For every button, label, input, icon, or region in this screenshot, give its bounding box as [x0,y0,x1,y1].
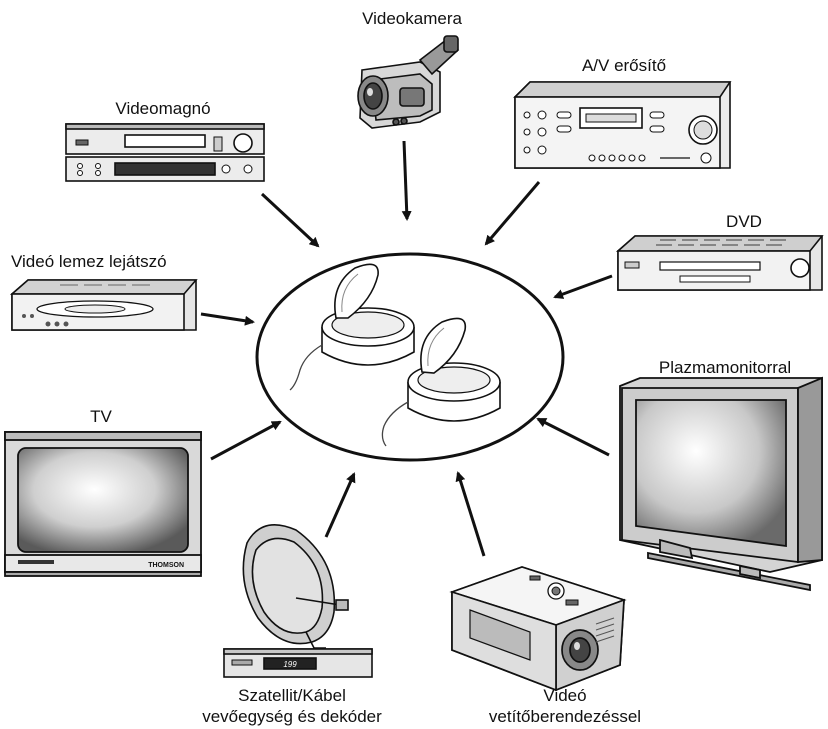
label-satellite-line1: Szatellit/Kábel [238,686,346,705]
amplifier-icon [513,81,732,169]
arrow-camcorder [401,140,412,221]
arrow-plasma [536,417,610,457]
label-tv: TV [90,407,112,426]
receiver-display-text: 199 [283,660,297,669]
label-projector-line1: Videó [543,686,587,705]
label-vcr: Videomagnó [115,99,211,118]
tv-icon: THOMSON [4,431,202,577]
label-satellite-line2: vevőegység és dekóder [202,707,382,726]
arrow-satellite [324,472,356,538]
label-dvd: DVD [726,212,762,231]
videodisc-player-icon [9,279,198,331]
speaker-icon [289,263,415,391]
arrow-dvd [553,274,613,299]
dvd-icon [615,235,824,291]
label-videodisc-player: Videó lemez lejátszó [11,252,167,271]
tv-brand-label: THOMSON [148,562,184,569]
camcorder-icon [357,35,460,129]
speaker-icon [381,317,501,447]
vcr-icon [65,123,265,182]
arrows [200,140,613,557]
projector-icon [449,566,627,692]
arrow-amplifier [484,181,541,246]
arrow-vcr [260,192,320,248]
label-plasma-monitor: Plazmamonitorral [658,358,792,377]
label-projector-line2: vetítőberendezéssel [488,707,642,726]
satellite-receiver-icon: 199 [223,523,373,678]
central-speakers [255,252,565,462]
arrow-tv [210,420,282,461]
label-amplifier: A/V erősítő [581,56,667,75]
label-camcorder: Videokamera [362,9,462,28]
arrow-videodisc [200,312,255,326]
plasma-monitor-icon [619,376,823,592]
arrow-projector [455,471,486,557]
